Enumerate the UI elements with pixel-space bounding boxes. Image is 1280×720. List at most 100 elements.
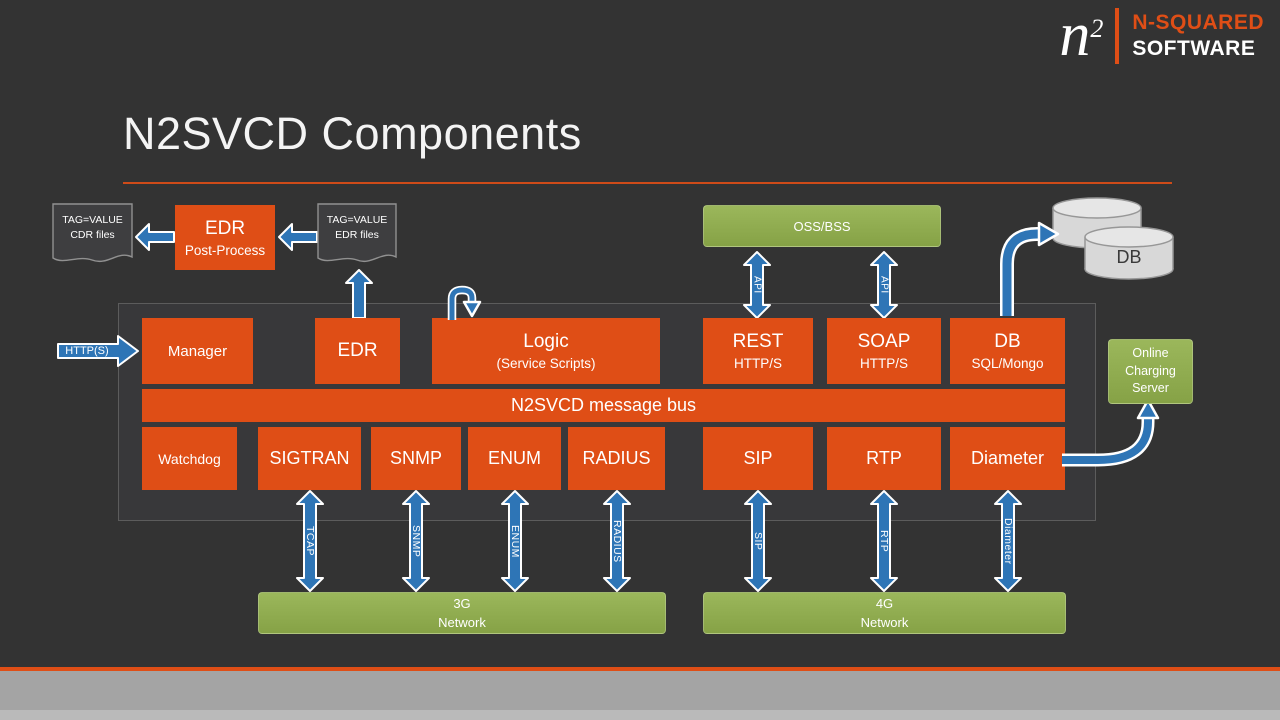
diameter-to-ocs-arrow — [1062, 398, 1160, 467]
network-4g-label: 4G Network — [860, 595, 909, 631]
module-logic-title: Logic — [523, 331, 569, 352]
oss-bss-box: OSS/BSS — [703, 205, 941, 247]
module-soap-subtitle: HTTP/S — [859, 356, 908, 371]
online-charging-server-label: Online Charging Server — [1125, 346, 1176, 396]
adapter-snmp: SNMP — [371, 427, 461, 490]
company-logo: n2 N-SQUARED SOFTWARE — [1059, 1, 1264, 70]
edr-post-process-subtitle: Post-Process — [184, 242, 266, 258]
tcap-arrow: TCAP — [295, 489, 325, 593]
network-3g-label: 3G Network — [438, 595, 486, 631]
double-arrow-icon — [994, 490, 1022, 592]
network-3g-box: 3G Network — [258, 592, 666, 634]
double-arrow-icon — [870, 490, 898, 592]
logo-brand-text: N-SQUARED SOFTWARE — [1132, 10, 1264, 63]
left-arrow-icon — [135, 223, 175, 251]
sip-arrow: SIP — [743, 489, 773, 593]
online-charging-server-box: Online Charging Server — [1108, 339, 1193, 404]
edrdoc-to-postprocess-arrow — [277, 222, 319, 257]
double-arrow-icon — [603, 490, 631, 592]
adapter-watchdog-label: Watchdog — [158, 450, 221, 467]
module-logic-subtitle: (Service Scripts) — [496, 356, 596, 371]
double-arrow-icon — [402, 490, 430, 592]
adapter-rtp-label: RTP — [866, 448, 902, 468]
https-inbound-arrow: HTTP(S) — [56, 334, 140, 368]
radius-arrow: RADIUS — [602, 489, 632, 593]
title-underline — [123, 182, 1172, 184]
message-bus-label: N2SVCD message bus — [510, 395, 697, 415]
enum-arrow: ENUM — [500, 489, 530, 593]
radius-arrow-label: RADIUS — [611, 519, 623, 563]
logo-divider — [1115, 8, 1120, 64]
snmp-arrow-label: SNMP — [410, 524, 422, 558]
module-soap-title: SOAP — [857, 331, 911, 352]
adapter-diameter-label: Diameter — [970, 448, 1045, 468]
logic-loop-arrow — [447, 285, 482, 320]
adapter-enum-label: ENUM — [488, 448, 541, 468]
module-db: DB SQL/Mongo — [950, 318, 1065, 384]
api-arrow-left: API — [742, 250, 772, 320]
api-arrow-right-label: API — [878, 276, 890, 294]
edr-post-process-box: EDR Post-Process — [175, 205, 275, 270]
api-arrow-right: API — [869, 250, 899, 320]
module-rest-title: REST — [732, 331, 784, 352]
oss-bss-label: OSS/BSS — [793, 218, 851, 234]
document-shape — [52, 203, 133, 263]
module-edr: EDR — [315, 318, 400, 384]
database-cylinders-icon: DB — [1052, 197, 1174, 280]
edr-up-arrow — [344, 268, 374, 320]
edr-to-cdr-arrow — [134, 222, 176, 257]
double-arrow-icon — [296, 490, 324, 592]
double-arrow-icon — [744, 490, 772, 592]
module-edr-title: EDR — [337, 340, 378, 361]
module-manager: Manager — [142, 318, 253, 384]
adapter-sigtran: SIGTRAN — [258, 427, 361, 490]
adapter-sip: SIP — [703, 427, 813, 490]
module-db-subtitle: SQL/Mongo — [971, 356, 1044, 371]
adapter-radius-label: RADIUS — [582, 448, 651, 468]
sip-arrow-label: SIP — [752, 531, 764, 551]
adapter-sigtran-label: SIGTRAN — [269, 448, 350, 468]
module-logic: Logic (Service Scripts) — [432, 318, 660, 384]
logo-brand-line1: N-SQUARED — [1132, 10, 1264, 34]
edr-post-process-title: EDR — [204, 217, 246, 239]
cdr-files-label: TAG=VALUE CDR files — [62, 214, 123, 241]
page-title: N2SVCD Components — [123, 108, 582, 159]
logo-brand-line2: SOFTWARE — [1132, 37, 1256, 60]
db-to-store-arrow — [1000, 221, 1060, 316]
adapter-snmp-label: SNMP — [389, 448, 442, 468]
snmp-arrow: SNMP — [401, 489, 431, 593]
up-arrow-icon — [345, 269, 373, 319]
adapter-sip-label: SIP — [743, 448, 773, 468]
right-arrow-icon — [57, 335, 139, 367]
rtp-arrow-label: RTP — [878, 529, 890, 553]
module-db-title: DB — [994, 331, 1021, 352]
diameter-arrow-label: Diameter — [1002, 517, 1014, 565]
edr-files-label: TAG=VALUE EDR files — [326, 214, 388, 241]
document-shape — [317, 203, 397, 263]
diameter-arrow: Diameter — [993, 489, 1023, 593]
module-rest-subtitle: HTTP/S — [733, 356, 782, 371]
adapter-enum: ENUM — [468, 427, 561, 490]
footer-strip — [0, 710, 1280, 720]
rtp-arrow: RTP — [869, 489, 899, 593]
logo-n2-mark: n2 — [1059, 1, 1104, 70]
cdr-files-document: TAG=VALUE CDR files — [52, 203, 133, 268]
tcap-arrow-label: TCAP — [304, 525, 316, 556]
module-manager-title: Manager — [167, 342, 228, 360]
db-store-label: DB — [1116, 247, 1141, 267]
edr-files-document: TAG=VALUE EDR files — [317, 203, 397, 268]
message-bus: N2SVCD message bus — [142, 389, 1065, 422]
https-arrow-label: HTTP(S) — [65, 345, 109, 357]
adapter-watchdog: Watchdog — [142, 427, 237, 490]
enum-arrow-label: ENUM — [509, 524, 521, 558]
adapter-rtp: RTP — [827, 427, 941, 490]
network-4g-box: 4G Network — [703, 592, 1066, 634]
module-soap: SOAP HTTP/S — [827, 318, 941, 384]
module-rest: REST HTTP/S — [703, 318, 813, 384]
footer-accent-rule — [0, 667, 1280, 671]
adapter-diameter: Diameter — [950, 427, 1065, 490]
adapter-radius: RADIUS — [568, 427, 665, 490]
double-arrow-icon — [501, 490, 529, 592]
left-arrow-icon — [278, 223, 318, 251]
